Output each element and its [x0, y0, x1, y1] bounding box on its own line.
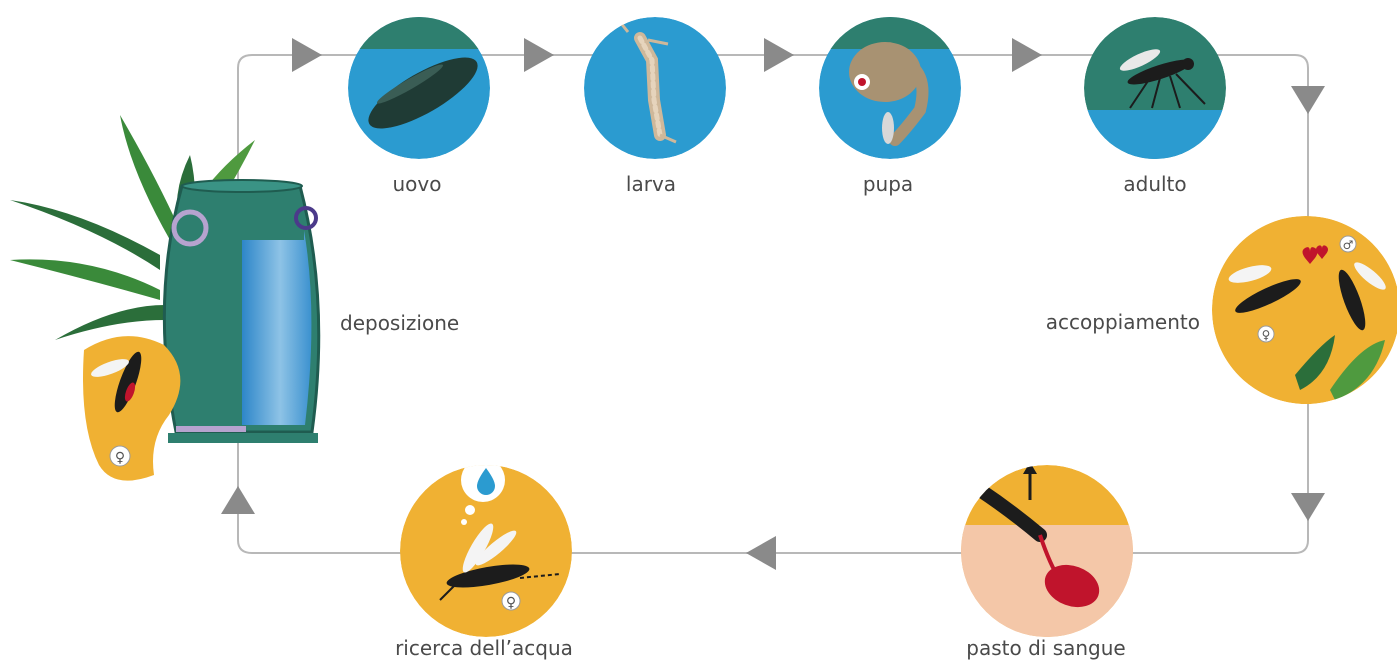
arrow-icon: [1291, 86, 1325, 114]
egg-stage-illustration: [348, 17, 490, 159]
water-barrel-illustration: [162, 179, 321, 443]
arrow-icon: [221, 486, 255, 514]
arrow-icon: [764, 38, 794, 72]
female-mosquito-illustration: [83, 336, 181, 481]
female-symbol-icon: ♀: [506, 595, 516, 611]
male-symbol-icon: ♂: [1343, 238, 1354, 252]
stage-label-larva: larva: [625, 172, 677, 196]
arrow-icon: [1012, 38, 1042, 72]
pupa-stage-illustration: [819, 17, 961, 159]
stage-label-ricerca-acqua: ricerca dell’acqua: [395, 636, 573, 660]
larva-stage-illustration: [584, 17, 726, 159]
stage-label-accoppiamento: accoppiamento: [1045, 310, 1200, 334]
stage-label-deposizione: deposizione: [340, 311, 460, 335]
adult-stage-illustration: [1084, 17, 1226, 159]
stage-label-pupa: pupa: [862, 172, 914, 196]
blood-meal-stage-illustration: [961, 465, 1133, 637]
arrow-icon: [1291, 493, 1325, 521]
mating-stage-illustration: [1212, 216, 1397, 404]
stage-label-uovo: uovo: [392, 172, 442, 196]
stage-label-adulto: adulto: [1123, 172, 1187, 196]
female-symbol-icon: ♀: [1262, 328, 1271, 342]
stage-label-pasto-di-sangue: pasto di sangue: [966, 636, 1126, 660]
water-search-stage-illustration: [400, 465, 572, 637]
arrow-icon: [524, 38, 554, 72]
female-symbol-icon: ♀: [115, 450, 125, 466]
arrow-icon: [746, 536, 776, 570]
arrow-icon: [292, 38, 322, 72]
